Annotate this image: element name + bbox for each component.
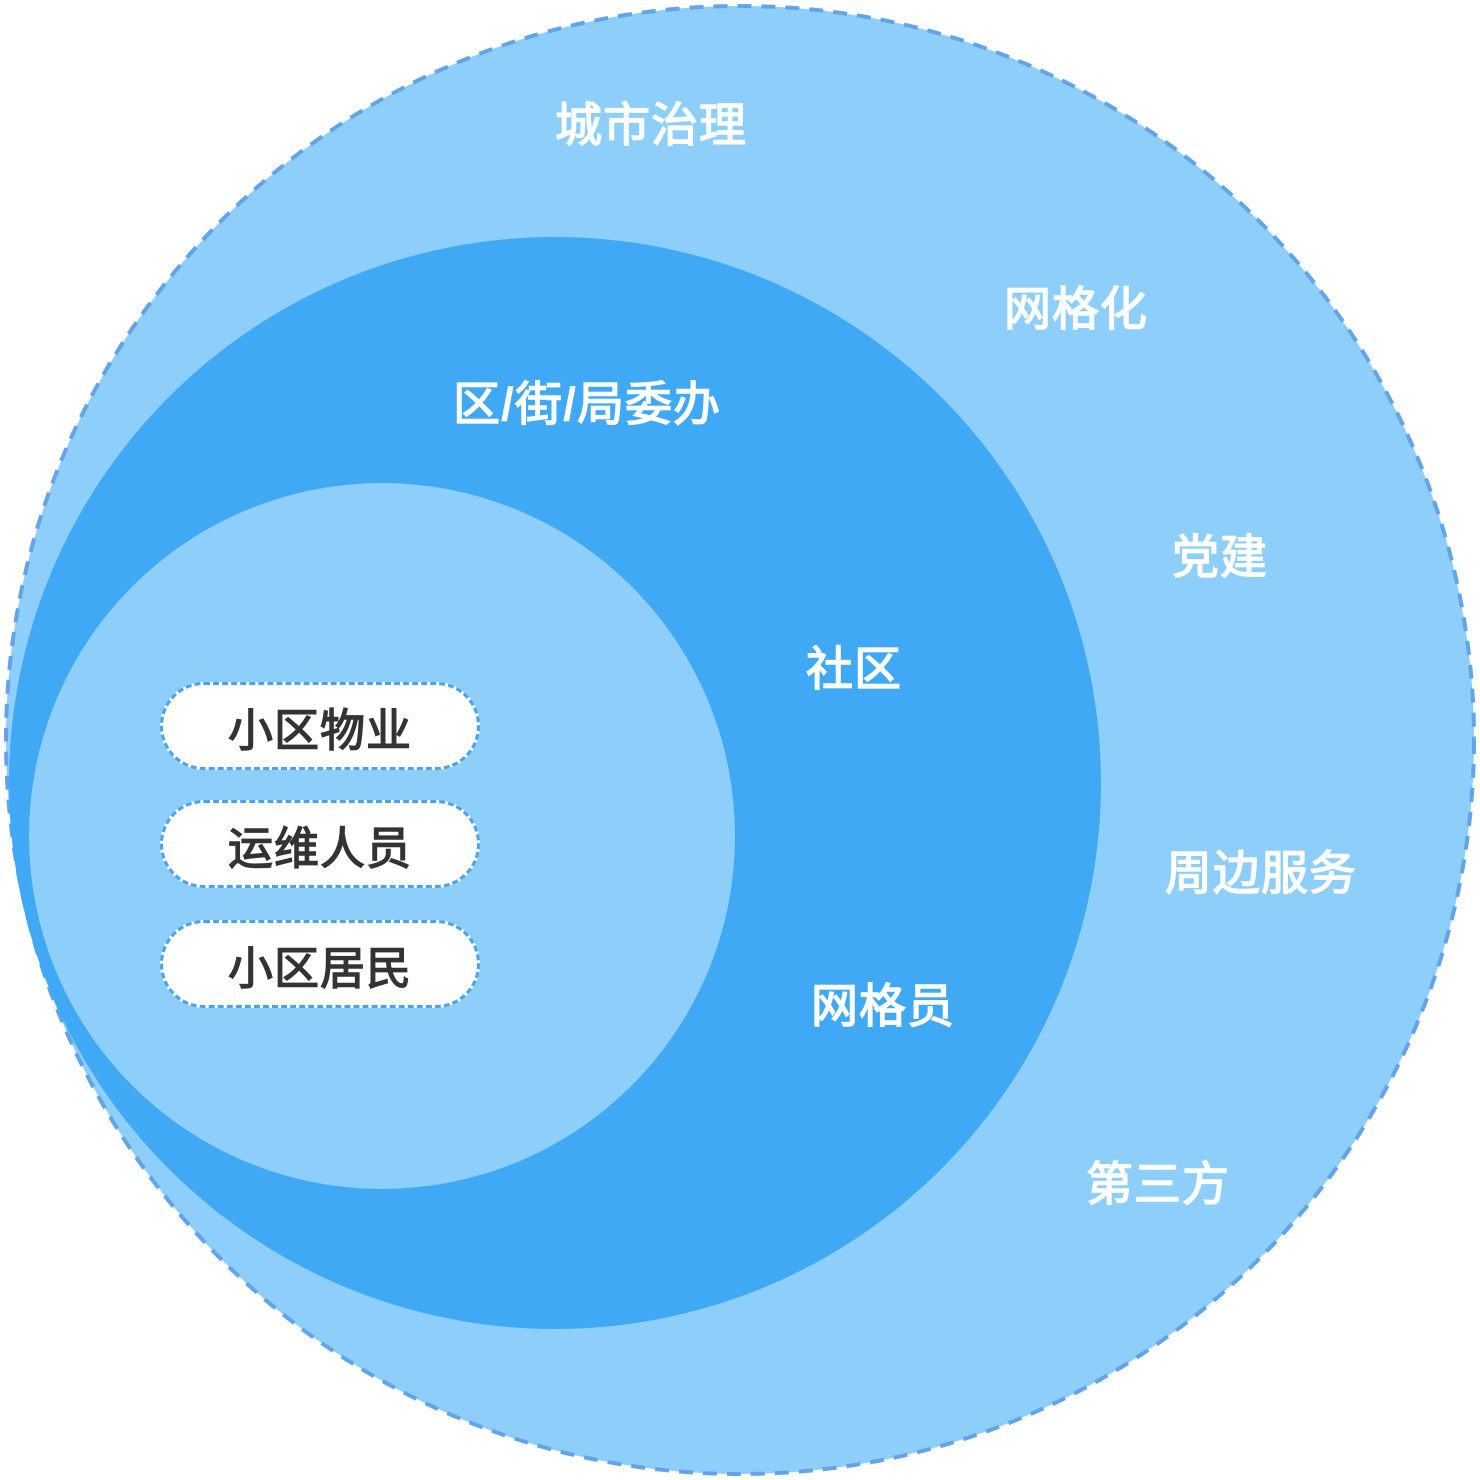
middle-ring-label-grid-worker: 网格员 <box>811 979 955 1033</box>
pill-operations-staff: 运维人员 <box>160 800 480 888</box>
outer-ring-title: 城市治理 <box>555 98 747 152</box>
outer-ring-label-nearby-services: 周边服务 <box>1165 846 1357 900</box>
pill-residents: 小区居民 <box>160 920 480 1008</box>
outer-ring-label-gridding: 网格化 <box>1004 282 1148 336</box>
middle-ring-title: 区/街/局委办 <box>452 377 722 431</box>
middle-ring-label-community: 社区 <box>806 642 902 696</box>
outer-ring-label-party-building: 党建 <box>1172 530 1268 584</box>
outer-ring-label-third-party: 第三方 <box>1086 1157 1230 1211</box>
pill-property-management: 小区物业 <box>160 682 480 770</box>
